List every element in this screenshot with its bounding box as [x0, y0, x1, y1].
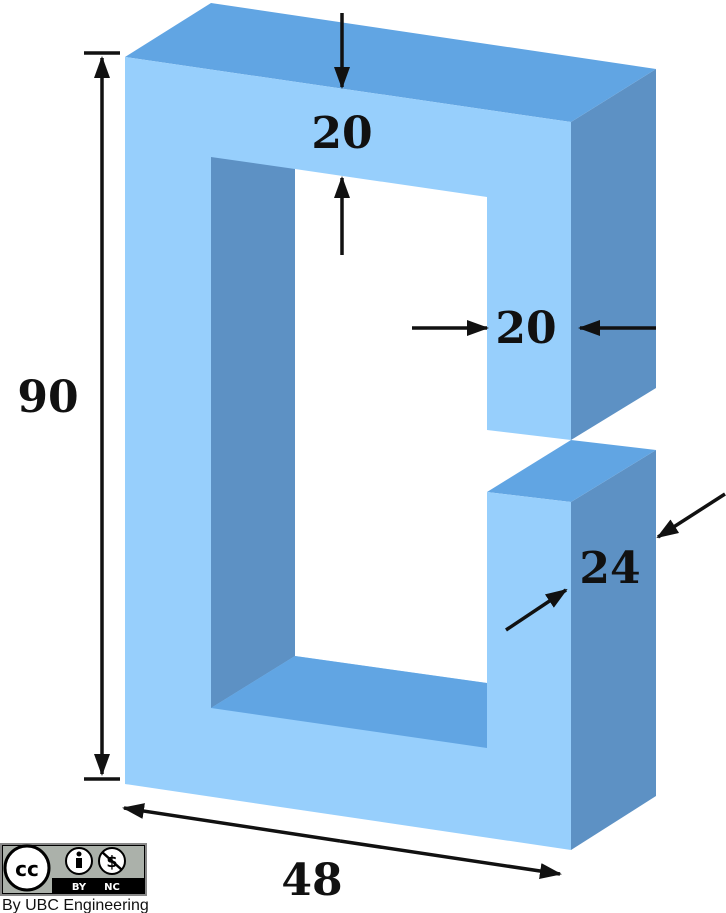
depth-label: 24 — [579, 543, 640, 594]
nc-text: NC — [104, 882, 120, 893]
by-text: BY — [72, 882, 87, 893]
width-label: 48 — [281, 855, 342, 906]
cc-license-badge: cc $ BY NC — [0, 843, 147, 896]
depth-arrow-outer — [656, 492, 726, 539]
right-side-face-lower — [571, 450, 656, 850]
cc-badge-strip — [52, 878, 144, 893]
inner-bottom-floor — [211, 656, 487, 748]
top-thickness-label: 20 — [311, 108, 372, 159]
by-person-head — [76, 851, 82, 857]
cc-icon — [3, 844, 51, 892]
gap-top-face — [487, 440, 656, 502]
side-thickness-label: 20 — [495, 303, 556, 354]
cc-icon-text: cc — [15, 857, 39, 881]
width-arrow-left — [122, 803, 341, 843]
nc-strike — [101, 851, 123, 871]
by-person-body — [76, 858, 82, 868]
right-side-face-upper — [571, 69, 656, 440]
credit-text: By UBC Engineering — [2, 897, 149, 913]
core-shape — [125, 3, 656, 850]
width-arrow-right — [339, 839, 562, 879]
depth-arrow-inner — [505, 588, 568, 632]
inner-left-wall — [211, 157, 295, 708]
height-label: 90 — [17, 372, 78, 423]
dimension-arrows — [84, 13, 726, 879]
top-face — [125, 3, 656, 122]
front-face — [125, 57, 571, 850]
